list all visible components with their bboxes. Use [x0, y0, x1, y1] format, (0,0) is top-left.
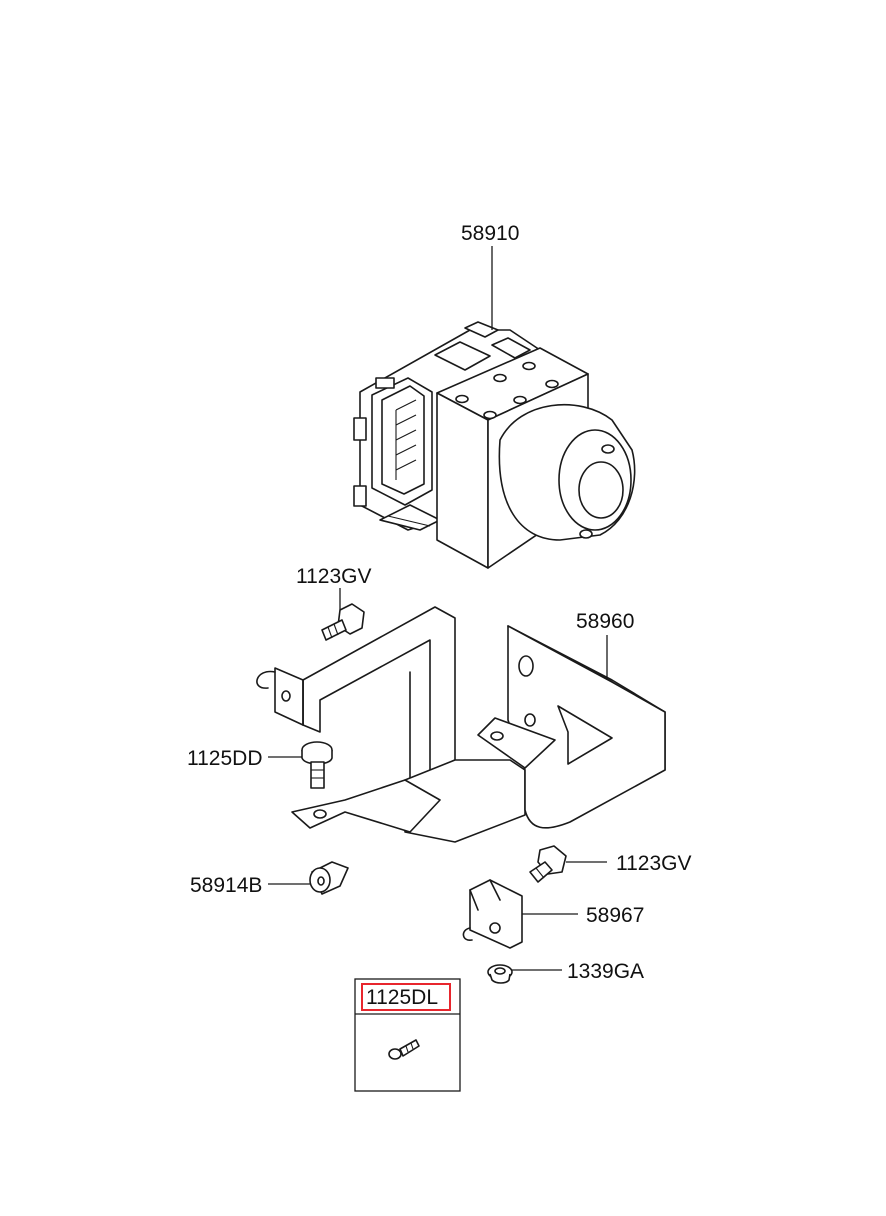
label-hecu[interactable]: 58910: [461, 222, 519, 245]
mounting-bracket[interactable]: [256, 606, 666, 843]
hecu-assembly[interactable]: [353, 321, 636, 569]
label-nut[interactable]: 1339GA: [567, 960, 644, 983]
bolt-right[interactable]: [529, 845, 567, 883]
inset-screw: [388, 1039, 420, 1060]
label-bushing[interactable]: 58914B: [190, 874, 262, 897]
inset-box[interactable]: 1125DL: [354, 978, 461, 1092]
nut[interactable]: [487, 964, 513, 984]
bolt-top[interactable]: [321, 603, 365, 641]
highlight-frame: [361, 983, 451, 1011]
label-bracket[interactable]: 58960: [576, 610, 634, 633]
bolt-left[interactable]: [301, 741, 333, 789]
label-bolt-left[interactable]: 1125DD: [187, 747, 263, 770]
label-bolt-right[interactable]: 1123GV: [616, 852, 692, 875]
label-inset[interactable]: 1125DL: [366, 986, 438, 1009]
label-bolt-top[interactable]: 1123GV: [296, 565, 372, 588]
label-clip[interactable]: 58967: [586, 904, 644, 927]
bushing[interactable]: [309, 861, 349, 895]
clip[interactable]: [462, 879, 523, 949]
